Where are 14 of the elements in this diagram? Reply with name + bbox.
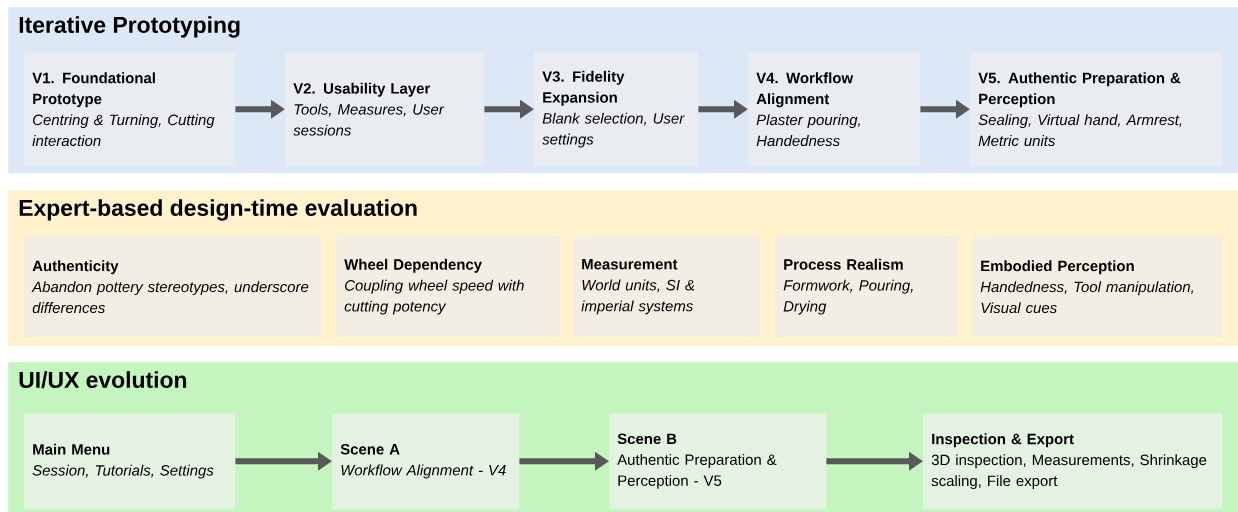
process-box: Scene B Authentic Preparation & Perception - V5 — [609, 413, 827, 510]
process-box: Authenticity Abandon pottery stereotypes, underscore differences — [24, 236, 322, 338]
process-box: Process Realism Formwork, Pouring, Drying — [775, 236, 959, 338]
process-box: V3. Fidelity Expansion Blank selection, User settings — [534, 52, 699, 167]
process-box: Wheel Dependency Coupling wheel speed with cutting potency — [336, 236, 560, 338]
process-box: V2. Usability Layer Tools, Measures, User sessions — [285, 52, 485, 167]
process-box: V1. Foundational Prototype Centring & Turning, Cutting interaction — [24, 52, 236, 167]
process-box: Embodied Perception Handedness, Tool manipulation, Visual cues — [972, 236, 1223, 338]
process-box: Inspection & Export 3D inspection, Measurements, Shrinkage scaling, File export — [923, 413, 1223, 510]
process-box: V5. Authentic Preparation & Perception Sealing, Virtual hand, Armrest, Metric units — [970, 52, 1223, 167]
process-box: Main Menu Session, Tutorials, Settings — [24, 413, 236, 510]
process-box: V4. Workflow Alignment Plaster pouring, Handedness — [748, 52, 921, 167]
process-box: Measurement World units, SI & imperial systems — [573, 236, 760, 338]
process-box: Scene A Workflow Alignment - V4 — [332, 413, 520, 510]
